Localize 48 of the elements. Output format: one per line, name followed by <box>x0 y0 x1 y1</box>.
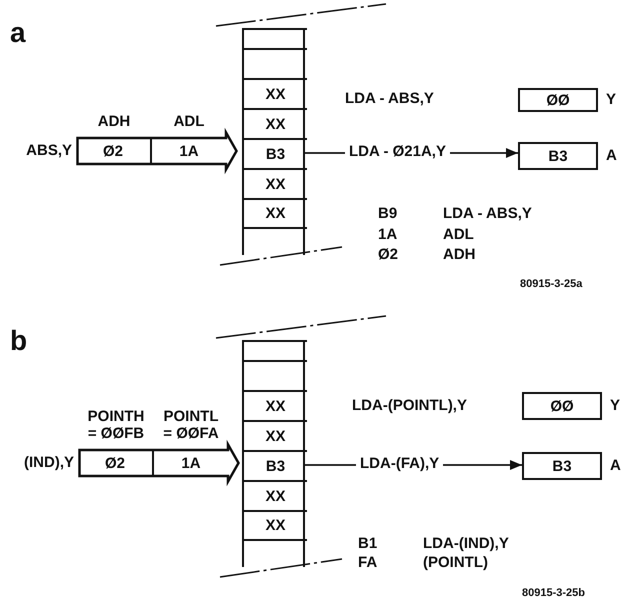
address-byte-field: 1A <box>154 450 228 476</box>
instruction-text: LDA-(POINTL),Y <box>352 397 467 414</box>
edge-label: LDA-(FA),Y <box>356 455 444 472</box>
instruction-text: LDA-(IND),Y <box>423 535 509 552</box>
memory-cell: XX <box>244 420 307 450</box>
register-label: POINTL = ØØFA <box>162 408 220 442</box>
memory-cell: XX <box>244 108 307 138</box>
register-label: A <box>606 147 617 164</box>
memory-cell: B3 <box>244 138 307 168</box>
register-box: B3 <box>518 142 598 170</box>
address-byte-field: 1A <box>152 138 226 164</box>
memory-cell: XX <box>244 480 307 510</box>
panel-letter: b <box>10 326 28 356</box>
register-box: ØØ <box>518 88 598 112</box>
address-byte-field: Ø2 <box>78 450 154 476</box>
register-box: B3 <box>522 452 602 480</box>
instruction-text: ADH <box>443 246 476 263</box>
memory-cell: XX <box>244 78 307 108</box>
memory-column <box>242 28 305 255</box>
opcode-text: 1A <box>378 226 398 243</box>
memory-column <box>242 340 305 567</box>
instruction-text: LDA - ABS,Y <box>443 205 532 222</box>
instruction-text: ADL <box>443 226 474 243</box>
register-label: ABS,Y <box>26 142 72 159</box>
register-label: POINTH = ØØFB <box>86 408 146 442</box>
opcode-text: B1 <box>358 535 378 552</box>
opcode-text: B9 <box>378 205 398 222</box>
figure-number: 80915-3-25a <box>520 278 582 291</box>
address-byte-field: Ø2 <box>76 138 152 164</box>
memory-cell: XX <box>244 390 307 420</box>
register-box: ØØ <box>522 392 602 420</box>
edge-label: LDA - Ø21A,Y <box>345 143 450 160</box>
opcode-text: Ø2 <box>378 246 398 263</box>
register-label: Y <box>610 397 620 414</box>
register-label: (IND),Y <box>24 454 74 471</box>
register-label: ADH <box>96 113 132 130</box>
memory-cell: XX <box>244 198 307 227</box>
memory-cell: XX <box>244 510 307 539</box>
register-label: Y <box>606 91 616 108</box>
opcode-text: FA <box>358 554 378 571</box>
register-label: A <box>610 457 621 474</box>
memory-cell: B3 <box>244 450 307 480</box>
figure-number: 80915-3-25b <box>522 587 585 600</box>
register-label: ADL <box>172 113 206 130</box>
instruction-text: LDA - ABS,Y <box>345 90 434 107</box>
memory-cell: XX <box>244 168 307 198</box>
instruction-text: (POINTL) <box>423 554 488 571</box>
panel-letter: a <box>10 18 26 48</box>
